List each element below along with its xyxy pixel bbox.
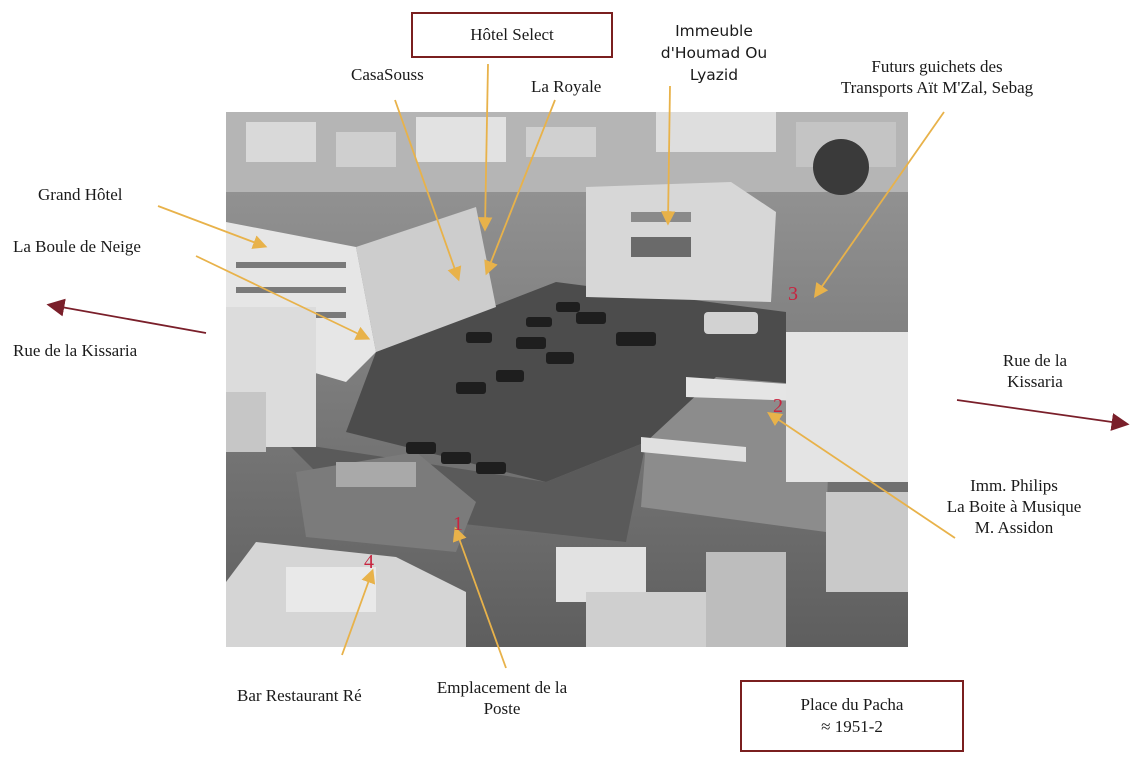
street-arrow-left bbox=[46, 298, 207, 334]
place-du-pacha-box: Place du Pacha ≈ 1951-2 bbox=[740, 680, 964, 752]
la-royale-label: La Royale bbox=[531, 77, 602, 96]
grand-hotel-label: Grand Hôtel bbox=[38, 185, 123, 204]
rue-kissaria-left-label: Rue de la Kissaria bbox=[13, 341, 138, 360]
emplacement-poste-label: Emplacement de la Poste bbox=[436, 678, 568, 718]
immeuble-label: Immeuble d'Houmad Ou Lyazid bbox=[660, 22, 768, 84]
rue-kissaria-right-label: Rue de la Kissaria bbox=[1002, 351, 1068, 391]
boule-de-neige-label: La Boule de Neige bbox=[13, 237, 141, 256]
aerial-photo-drawing bbox=[226, 112, 908, 647]
street-arrow-right bbox=[956, 399, 1130, 431]
aerial-photo bbox=[226, 112, 908, 647]
hotel-select-box: Hôtel Select bbox=[411, 12, 613, 58]
place-du-pacha-title: Place du Pacha bbox=[800, 695, 904, 714]
bar-restaurant-label: Bar Restaurant Ré bbox=[237, 686, 362, 705]
casasouss-label: CasaSouss bbox=[351, 65, 424, 84]
hotel-select-label: Hôtel Select bbox=[470, 25, 554, 44]
philips-label: Imm. Philips La Boite à Musique M. Assid… bbox=[946, 476, 1082, 537]
place-du-pacha-date: ≈ 1951-2 bbox=[821, 717, 883, 736]
futurs-guichets-label: Futurs guichets des Transports Aït M'Zal… bbox=[840, 57, 1034, 97]
